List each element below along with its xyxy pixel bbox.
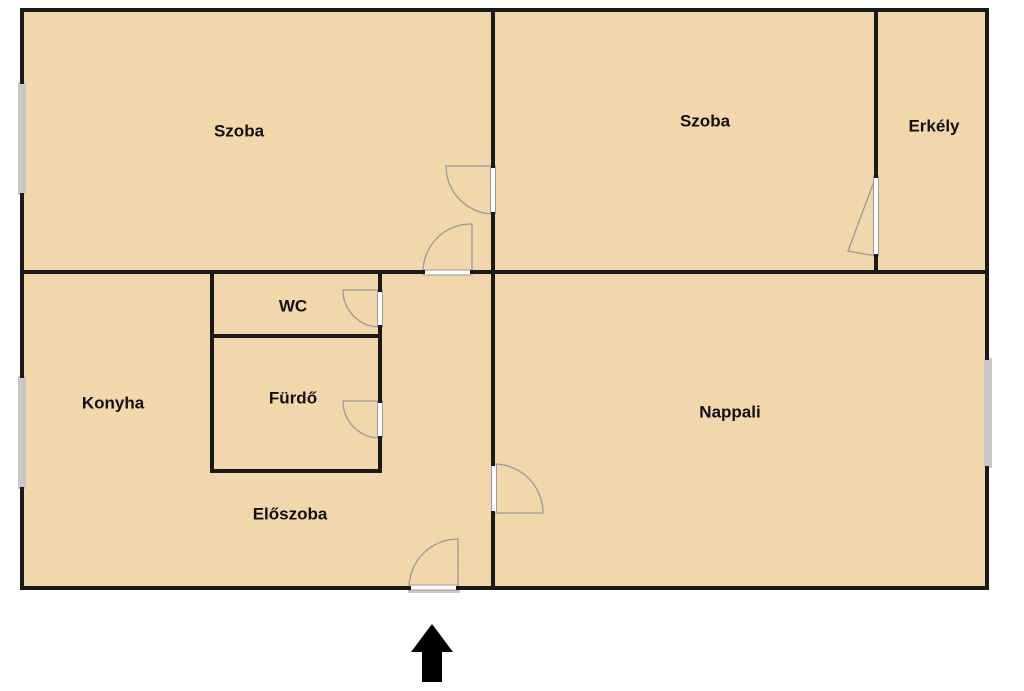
door-leaf-hallway-top bbox=[422, 269, 473, 276]
door-leaf-living-room bbox=[491, 463, 497, 514]
door-swing-entrance bbox=[408, 538, 459, 589]
door-leaf-entrance bbox=[408, 584, 459, 591]
room-label-kitchen: Konyha bbox=[82, 393, 145, 412]
arrow-up-icon bbox=[411, 624, 453, 682]
door-swing-hallway-top bbox=[422, 223, 473, 273]
room-label-hallway: Előszoba bbox=[253, 504, 328, 523]
room-label-bathroom: Fürdő bbox=[269, 388, 317, 407]
room-label-balcony: Erkély bbox=[908, 116, 960, 135]
window-living-room bbox=[984, 358, 992, 468]
door-swing-wc bbox=[342, 289, 381, 328]
door-swing-bathroom bbox=[342, 400, 381, 439]
door-leaf-wc bbox=[377, 289, 383, 328]
floor-area bbox=[22, 10, 987, 588]
door-leaf-bathroom bbox=[377, 400, 383, 439]
room-label-wc: WC bbox=[279, 296, 307, 315]
door-leaf-balcony bbox=[873, 175, 879, 257]
room-label-bedroom-1: Szoba bbox=[214, 121, 265, 140]
room-label-living-room: Nappali bbox=[699, 402, 760, 421]
walls bbox=[20, 8, 989, 590]
window-bedroom-1 bbox=[18, 82, 26, 195]
door-swing-living-room bbox=[493, 463, 544, 514]
door-swing-bedroom-1 bbox=[445, 165, 494, 215]
window-kitchen bbox=[18, 376, 26, 489]
room-label-bedroom-2: Szoba bbox=[680, 111, 731, 130]
door-leaf-bedroom-1 bbox=[490, 165, 496, 215]
